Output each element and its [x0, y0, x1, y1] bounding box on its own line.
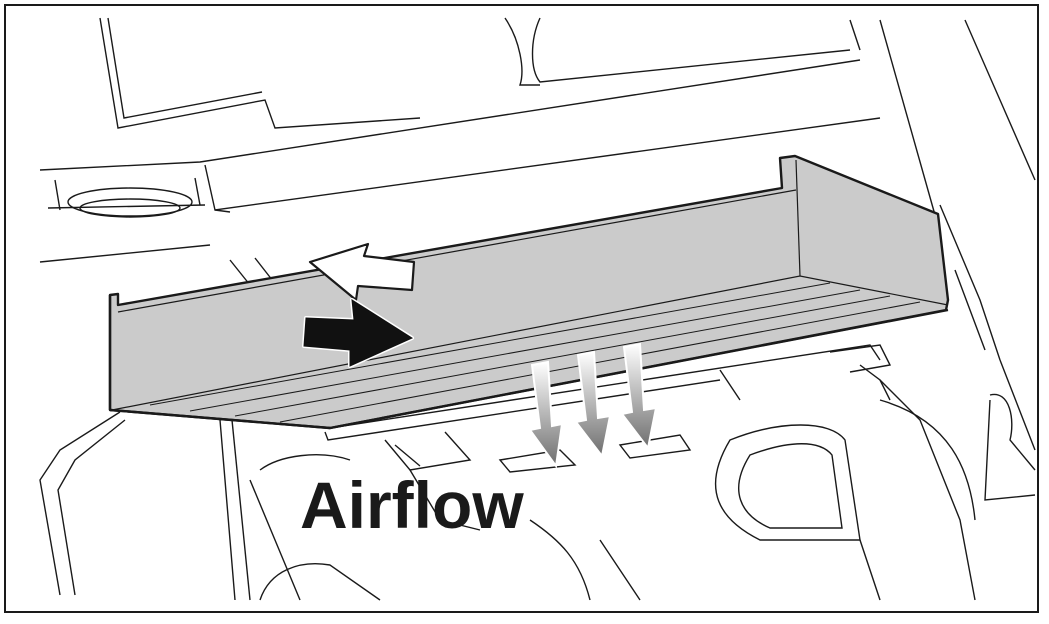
figure-border — [4, 4, 1039, 613]
gradient-down-arrow-icon — [620, 342, 658, 451]
black-right-arrow-icon — [302, 298, 414, 368]
dashboard-line-art — [39, 17, 1036, 601]
gradient-down-arrow-icon — [574, 350, 612, 459]
airflow-arrows — [528, 342, 658, 469]
airflow-label: Airflow — [300, 468, 524, 542]
cabin-air-filter — [108, 154, 950, 430]
gradient-down-arrow-icon — [528, 360, 564, 469]
white-left-arrow-icon — [308, 242, 416, 302]
